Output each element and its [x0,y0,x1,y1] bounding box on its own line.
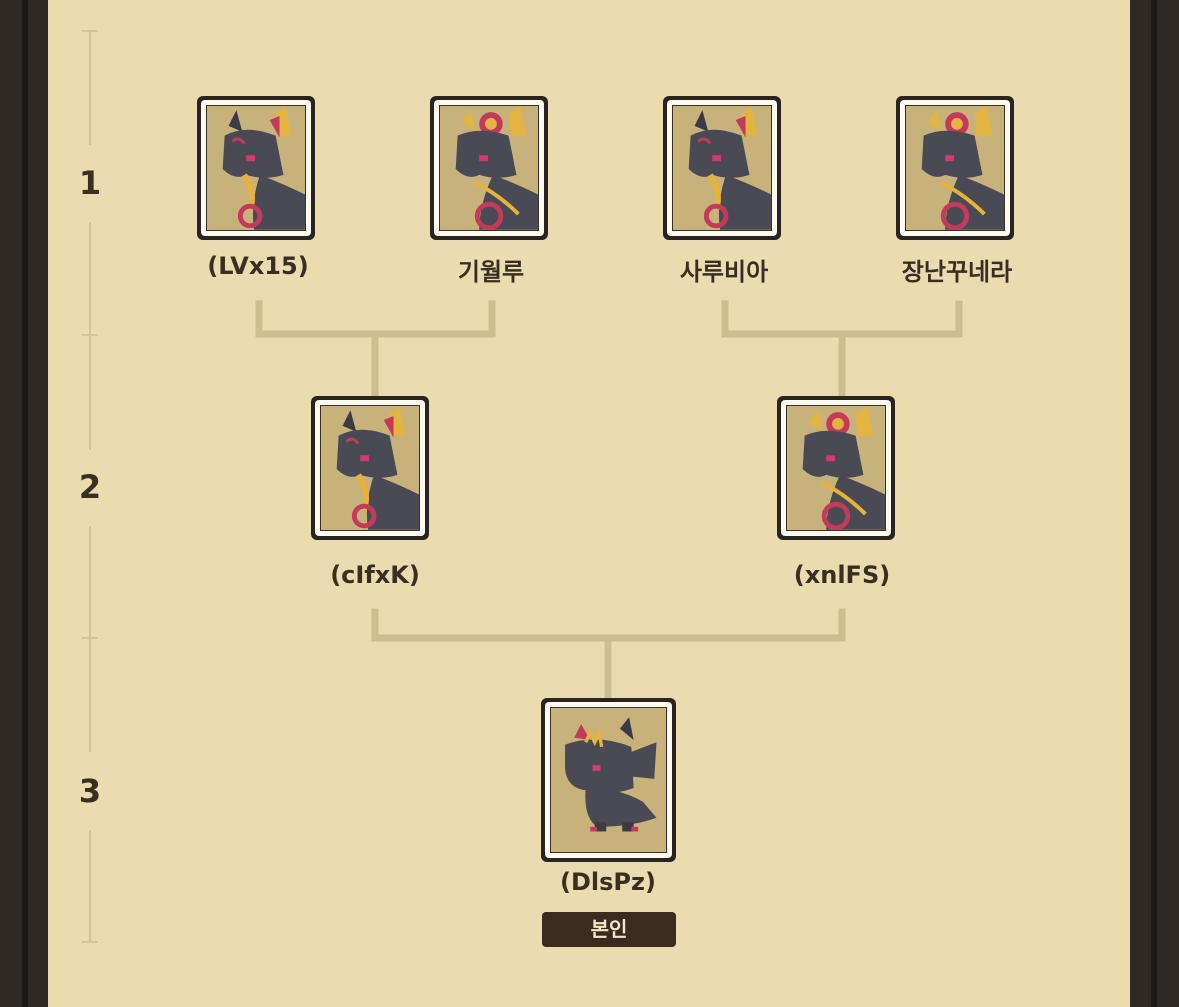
ornate-dragon-portrait [439,105,539,231]
ornate-dragon-icon [906,106,1004,230]
dragon-name: (LVx15) [207,252,309,280]
adult-dragon-portrait [320,405,420,531]
generation-label-1: 1 [78,164,102,202]
adult-dragon-portrait [206,105,306,231]
dragon-card-gen1-4[interactable] [896,96,1014,240]
adult-dragon-icon [673,106,771,230]
frame-border-right [1151,0,1157,1007]
dragon-name: (xnlFS) [793,561,891,589]
dragon-card-gen1-3[interactable] [663,96,781,240]
adult-dragon-icon [207,106,305,230]
dragon-card-gen2-1[interactable] [311,396,429,540]
ornate-dragon-icon [787,406,885,530]
generation-label-2: 2 [78,468,102,506]
self-badge: 본인 [542,912,676,947]
baby-dragon-portrait [550,707,667,853]
ornate-dragon-portrait [905,105,1005,231]
dragon-card-gen1-1[interactable] [197,96,315,240]
dragon-name: (cIfxK) [330,561,420,589]
adult-dragon-icon [321,406,419,530]
ornate-dragon-icon [440,106,538,230]
dragon-name: 기월루 [457,258,525,286]
dragon-name: (DlsPz) [560,868,656,896]
generation-ruler [82,30,98,943]
generation-label-3: 3 [78,772,102,810]
frame-border-left [22,0,28,1007]
dragon-card-gen2-2[interactable] [777,396,895,540]
adult-dragon-portrait [672,105,772,231]
parent-links [255,300,963,702]
baby-dragon-icon [551,708,666,852]
dragon-card-gen1-2[interactable] [430,96,548,240]
ornate-dragon-portrait [786,405,886,531]
dragon-card-gen3-self[interactable] [541,698,676,862]
dragon-name: 장난꾸네라 [901,258,1013,286]
dragon-name: 사루비아 [679,258,769,286]
